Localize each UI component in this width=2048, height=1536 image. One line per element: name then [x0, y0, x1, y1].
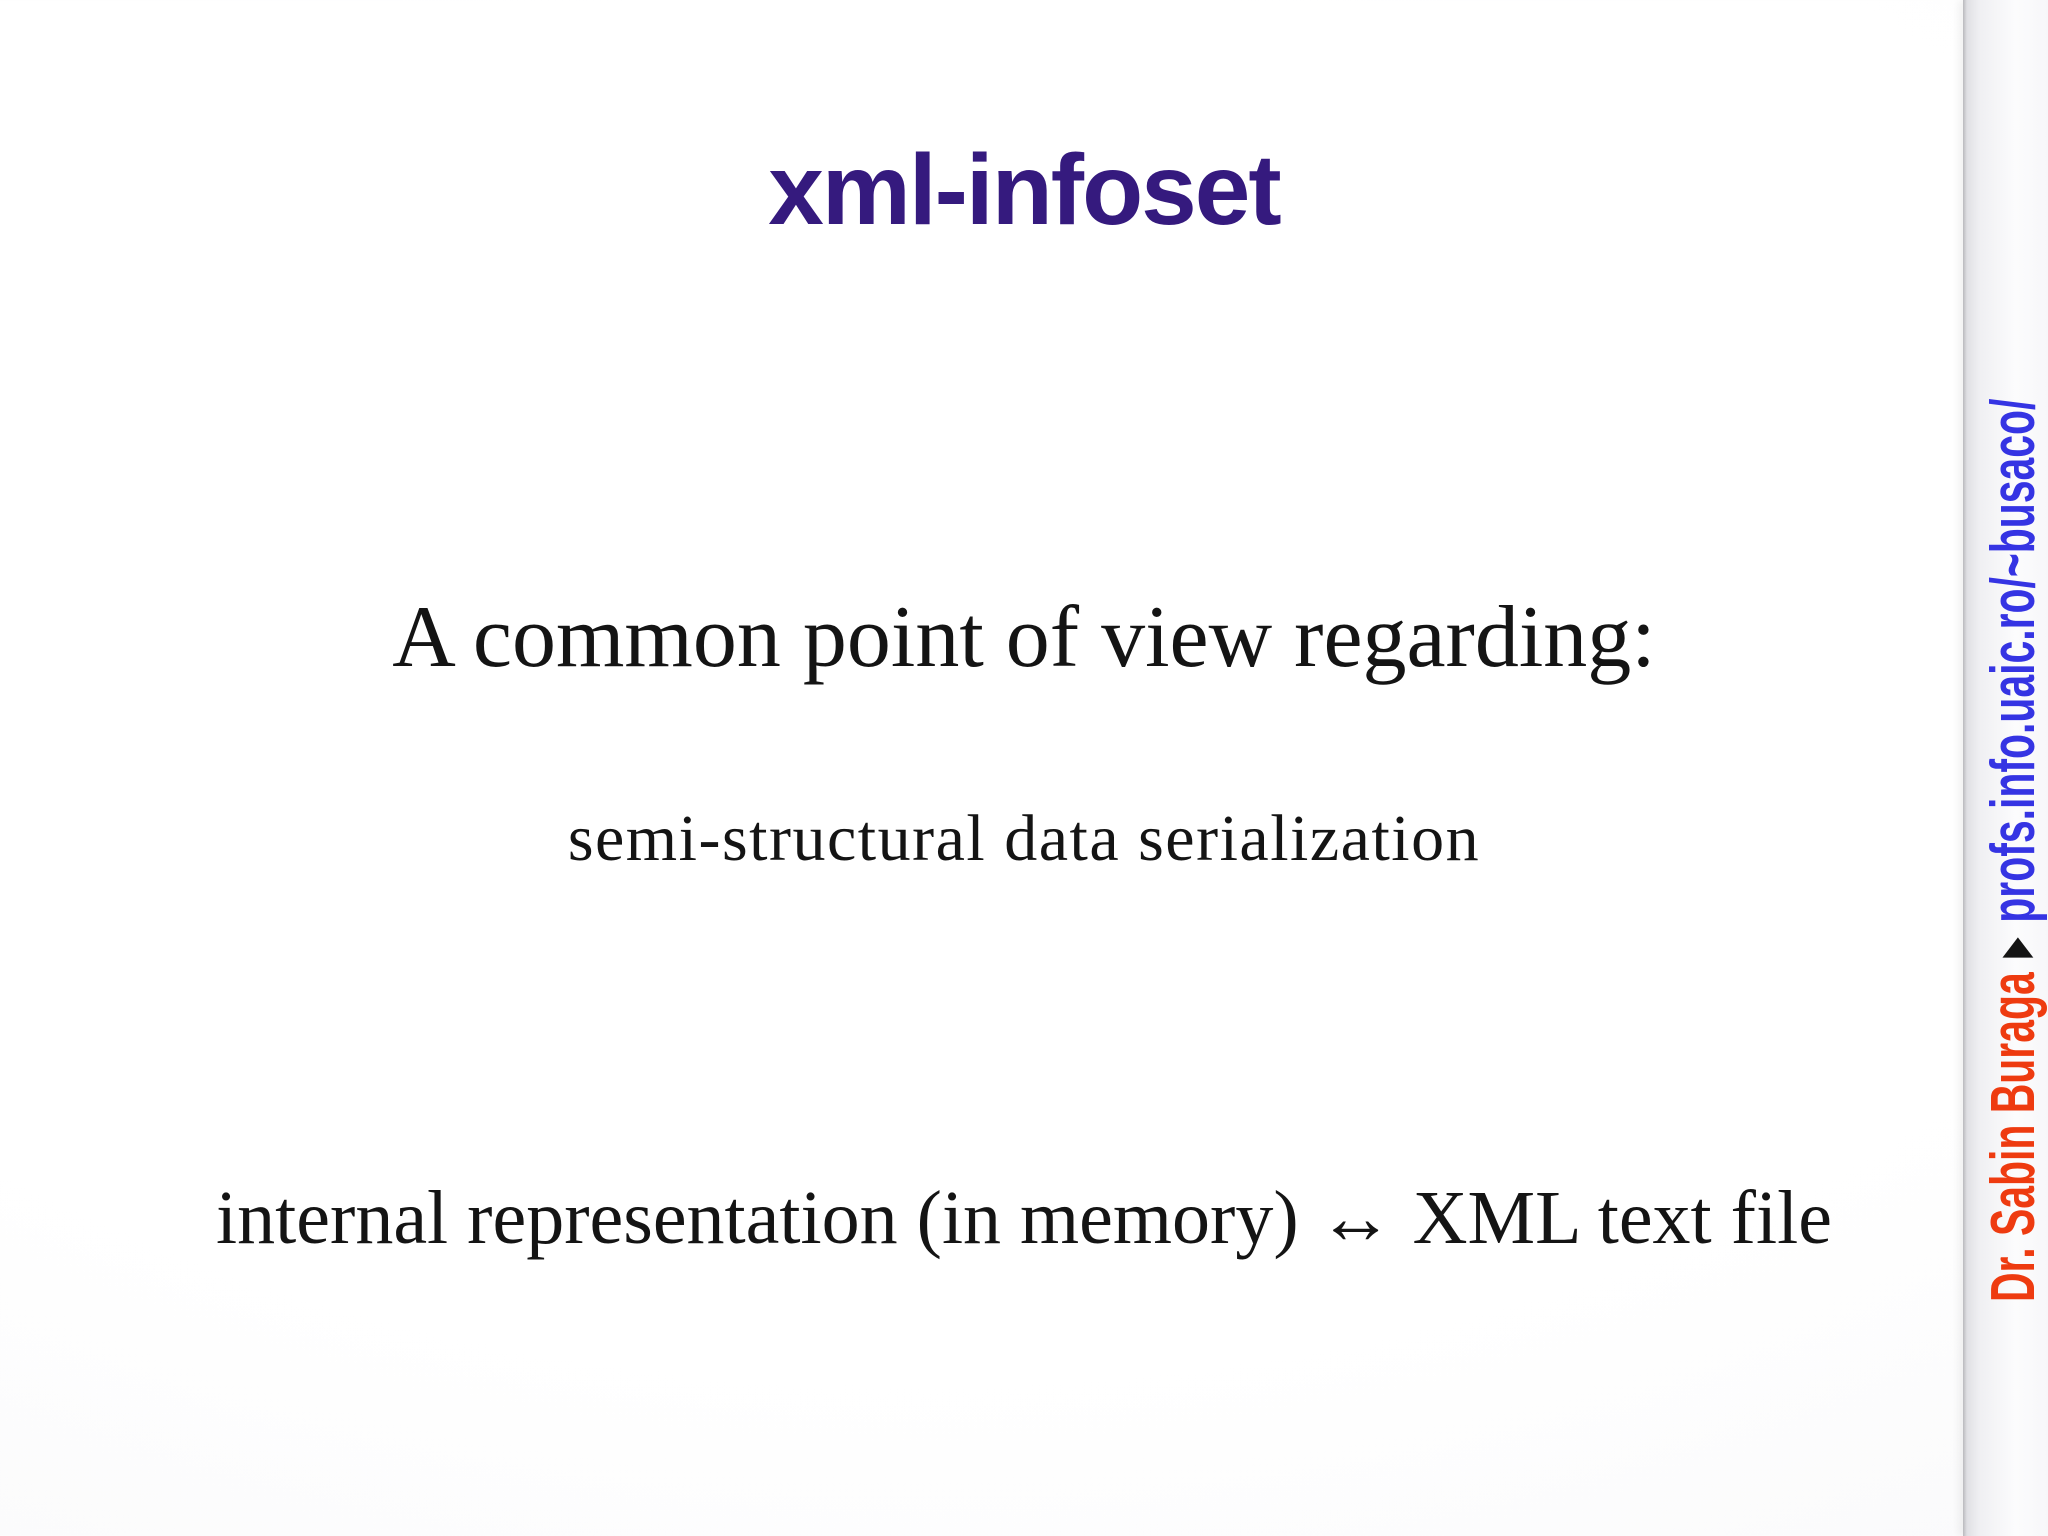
author-name: Dr. Sabin Buraga	[1979, 972, 2048, 1302]
sidebar-credit: Dr. Sabin Buraga ▸ profs.info.uaic.ro/~bus…	[1976, 398, 2048, 1302]
slide-title: xml-infoset	[768, 134, 1281, 246]
body-line-internal-representation: internal representation (in memory) ↔ XM…	[216, 1176, 1832, 1260]
body-line-semi-structural: semi-structural data serialization	[567, 802, 1481, 875]
body-line-common-point: A common point of view regarding:	[392, 589, 1656, 686]
triangle-separator-icon: ▸	[1976, 937, 2048, 958]
sidebar-page-edge: Dr. Sabin Buraga ▸ profs.info.uaic.ro/~bus…	[1963, 0, 2048, 1536]
site-url: profs.info.uaic.ro/~busaco/	[1979, 398, 2048, 923]
